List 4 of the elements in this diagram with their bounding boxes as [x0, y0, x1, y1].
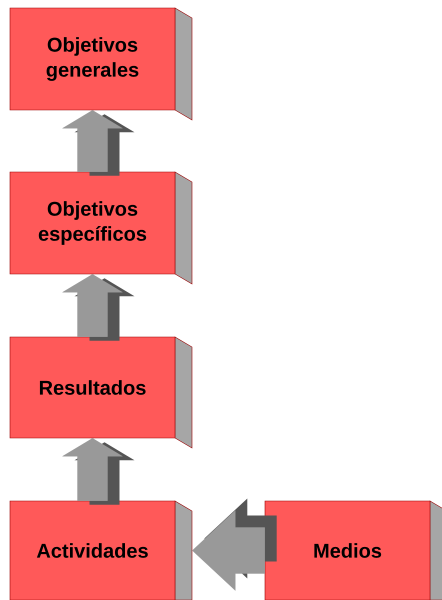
- block-arrow: [62, 110, 134, 176]
- block-arrow: [192, 498, 277, 591]
- block-arrow: [62, 274, 134, 341]
- block-arrow: [62, 438, 134, 505]
